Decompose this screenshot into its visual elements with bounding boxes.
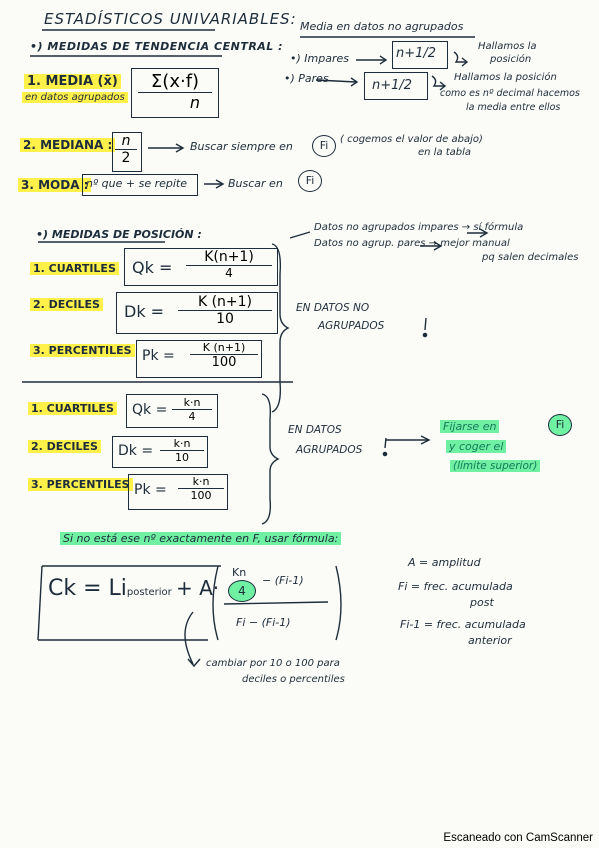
percentiles-fraction: K (n+1) 100 xyxy=(190,341,258,370)
pares-label: •) Pares xyxy=(284,72,329,85)
cuartiles-grouped-box xyxy=(126,394,218,428)
percentiles-grouped-label: 3. PERCENTILES xyxy=(28,478,133,491)
mediana-formula: n 2 xyxy=(115,133,137,166)
tendency-heading: •) MEDIDAS DE TENDENCIA CENTRAL : xyxy=(30,40,284,53)
grouped-fi: Fi xyxy=(548,414,572,436)
fi1-definition-2: anterior xyxy=(468,634,512,647)
nongrouped-title: Media en datos no agrupados xyxy=(300,20,464,33)
grouped-label-2: AGRUPADOS xyxy=(296,444,363,456)
deciles-fraction: K (n+1) 10 xyxy=(178,294,272,327)
pares-note-1: Hallamos la posición xyxy=(454,72,557,83)
page-title: ESTADÍSTICOS UNIVARIABLES: xyxy=(44,10,297,28)
formula-four: 4 xyxy=(228,580,256,602)
impares-formula: n+1/2 xyxy=(396,46,437,61)
nongrouped-label-2: AGRUPADOS xyxy=(318,320,385,332)
mediana-note-1: ( cogemos el valor de abajo) xyxy=(340,134,483,145)
cuartiles-lhs: Qk = xyxy=(132,258,173,277)
fi-definition-2: post xyxy=(470,596,494,609)
percentiles-lhs: Pk = xyxy=(142,348,175,364)
mediana-label: 2. MEDIANA : xyxy=(20,138,116,152)
deciles-grouped-fraction: k·n 10 xyxy=(160,437,204,464)
mediana-formula-box xyxy=(112,132,142,172)
moda-box-text: nº que + se repite xyxy=(86,177,187,190)
percentiles-label: 3. PERCENTILES xyxy=(30,344,135,357)
media-label: 1. MEDIA (x̄) xyxy=(24,74,121,89)
media-formula-box xyxy=(131,68,219,118)
cuartiles-grouped-fraction: k·n 4 xyxy=(172,396,212,423)
a-definition: A = amplitud xyxy=(408,556,481,569)
moda-label: 3. MODA : xyxy=(18,178,92,192)
grouped-note-2: y coger el xyxy=(446,440,507,453)
pares-note-3: la media entre ellos xyxy=(466,102,561,113)
position-note-2: Datos no agrup. pares → mejor manual xyxy=(314,238,510,249)
grouped-note-1: Fijarse en xyxy=(440,420,500,433)
percentiles-grouped-fraction: k·n 100 xyxy=(178,475,224,502)
moda-box xyxy=(82,174,198,196)
deciles-grouped-label: 2. DECILES xyxy=(28,440,101,453)
formula-banner: Si no está ese nº exactamente en F, usar… xyxy=(60,532,342,545)
moda-fi: Fi xyxy=(298,170,322,192)
percentiles-grouped-lhs: Pk = xyxy=(134,482,167,498)
percentiles-box xyxy=(136,340,262,378)
position-heading: •) MEDIDAS DE POSICIÓN : xyxy=(36,228,202,241)
media-formula: Σ(x·f) n xyxy=(138,71,212,112)
pares-formula: n+1/2 xyxy=(372,78,413,93)
cuartiles-grouped-label: 1. CUARTILES xyxy=(28,402,117,415)
mediana-note-2: en la tabla xyxy=(418,147,472,158)
deciles-box xyxy=(116,292,278,334)
impares-note-1: Hallamos la xyxy=(478,41,537,52)
fi-definition-1: Fi = frec. acumulada xyxy=(398,580,513,593)
deciles-grouped-lhs: Dk = xyxy=(118,443,154,459)
formula-kn: Kn xyxy=(232,566,247,579)
deciles-grouped-box xyxy=(112,436,208,468)
scanner-footer: Escaneado con CamScanner xyxy=(443,832,593,844)
deciles-lhs: Dk = xyxy=(124,302,165,321)
nongrouped-label-1: EN DATOS NO xyxy=(296,302,370,314)
position-note-3: pq salen decimales xyxy=(482,252,579,263)
media-sub: en datos agrupados xyxy=(22,92,128,103)
pares-note-2: como es nº decimal hacemos xyxy=(440,88,580,99)
mediana-fi: Fi xyxy=(312,135,336,157)
grouped-label-1: EN DATOS xyxy=(288,424,342,436)
cuartiles-grouped-lhs: Qk = xyxy=(132,402,168,418)
formula-plus-a: + A· xyxy=(176,576,220,600)
deciles-label: 2. DECILES xyxy=(30,298,103,311)
formula-minus: − (Fi-1) xyxy=(262,574,304,587)
change-note-1: cambiar por 10 o 100 para xyxy=(206,658,340,669)
formula-lhs: Ck = Liposterior xyxy=(48,576,172,601)
percentiles-grouped-box xyxy=(128,474,228,510)
moda-text: Buscar en xyxy=(228,177,283,190)
position-note-1: Datos no agrupados impares → sí fórmula xyxy=(314,222,524,233)
cuartiles-fraction: K(n+1) 4 xyxy=(186,249,272,280)
pares-box xyxy=(364,72,428,100)
cuartiles-label: 1. CUARTILES xyxy=(30,262,119,275)
impares-label: •) Impares xyxy=(290,52,349,65)
fi1-definition-1: Fi-1 = frec. acumulada xyxy=(400,618,526,631)
grouped-note-3: (límite superior) xyxy=(450,460,541,472)
change-note-2: deciles o percentiles xyxy=(242,674,345,685)
formula-denominator: Fi − (Fi-1) xyxy=(236,616,291,629)
cuartiles-box xyxy=(124,248,278,286)
mediana-text: Buscar siempre en xyxy=(190,140,293,153)
impares-note-2: posición xyxy=(490,54,532,65)
impares-box xyxy=(392,41,448,69)
